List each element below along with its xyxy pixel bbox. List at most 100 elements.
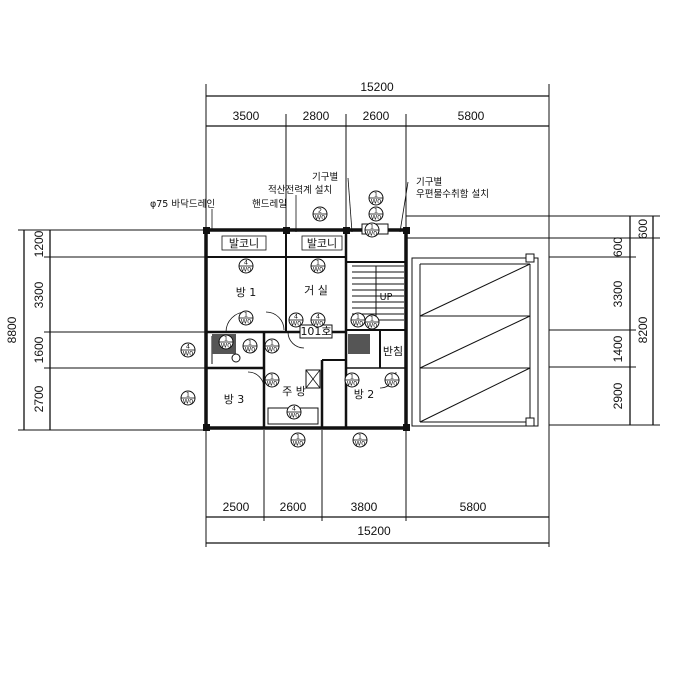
room-kitchen: 주 방: [282, 385, 306, 398]
note-rainwater: 우편물수취함 설치: [416, 188, 489, 200]
dim-bottom-seg-4: 5800: [460, 500, 487, 514]
fixture-marker-top: 4: [244, 259, 248, 267]
fixture-marker: 1W0: [384, 372, 400, 388]
dim-left-seg-2: 3300: [32, 281, 46, 308]
fixture-marker-bottom: W0: [367, 322, 378, 330]
fixture-marker-top: 1: [248, 339, 252, 347]
fixture-marker: 1W0: [352, 432, 368, 448]
fixture-marker-bottom: W0: [355, 440, 366, 448]
room-balcony-right: 발코니: [307, 237, 337, 250]
dim-bottom-seg-3: 3800: [351, 500, 378, 514]
fixture-marker: 1W0: [310, 258, 326, 274]
fixture-marker-top: 1: [350, 373, 354, 381]
fixture-marker: 1W0: [242, 338, 258, 354]
dim-right-seg-2: 3300: [611, 280, 625, 307]
fixture-marker-top: 1: [374, 191, 378, 199]
left-dimensions: 8800 1200 3300 1600 2700: [5, 229, 206, 431]
fixture-marker-top: 1: [356, 313, 360, 321]
fixture-marker-top: 4: [316, 313, 320, 321]
fixture-marker-bottom: W0: [347, 380, 358, 388]
fixture-marker: 1W0: [264, 338, 280, 354]
fixture-marker-top: 1: [374, 207, 378, 215]
dim-bottom-seg-2: 2600: [280, 500, 307, 514]
fixture-marker-top: 1: [270, 339, 274, 347]
fixture-marker-top: 1: [186, 391, 190, 399]
fixture-marker-bottom: W0: [241, 266, 252, 274]
fixture-marker-bottom: W0: [241, 318, 252, 326]
fixture-marker-top: 1: [358, 433, 362, 441]
room-2: 방 2: [354, 388, 375, 401]
dim-top-seg-3: 2600: [363, 109, 390, 123]
fixture-marker-top: 1: [296, 433, 300, 441]
fixture-marker-bottom: W0: [221, 342, 232, 350]
fixture-marker-bottom: W0: [183, 398, 194, 406]
fixture-marker: 1W0: [364, 222, 380, 238]
note-rainwater-head: 기구별: [416, 177, 442, 188]
fixture-marker-bottom: W0: [367, 230, 378, 238]
fixture-marker: 4W0: [238, 258, 254, 274]
unit-number: 101호: [300, 325, 331, 338]
fixture-marker: 1W0: [368, 206, 384, 222]
fixture-marker: 4W0: [310, 312, 326, 328]
fixture-marker-bottom: W0: [315, 214, 326, 222]
dim-bottom-total: 15200: [357, 524, 391, 538]
dim-left-total: 8800: [5, 316, 19, 343]
fixture-marker: 2W0: [312, 206, 328, 222]
fixture-marker: 1W0: [368, 190, 384, 206]
fixture-marker-bottom: W0: [267, 380, 278, 388]
room-3: 방 3: [224, 393, 245, 406]
dim-left-seg-3: 1600: [32, 336, 46, 363]
fixture-marker-top: 2: [318, 207, 322, 215]
fixture-marker-bottom: W0: [291, 320, 302, 328]
dim-top-seg-4: 5800: [458, 109, 485, 123]
fixture-marker-bottom: W0: [289, 412, 300, 420]
note-handrail: 핸드레일: [252, 198, 287, 210]
dim-right-seg-3: 1400: [611, 335, 625, 362]
dim-right-seg-4: 2900: [611, 382, 625, 409]
fixture-marker-bottom: W0: [267, 346, 278, 354]
fixture-marker-bottom: W0: [313, 320, 324, 328]
note-meter: 적산전력계 설치: [268, 184, 332, 196]
fixture-marker-top: 1: [370, 315, 374, 323]
room-labels: 발코니 발코니 방 1 거 실 101호 방 3 주 방 방 2 반침 UP: [221, 235, 403, 406]
dim-left-seg-1: 1200: [32, 230, 46, 257]
note-floor-drain: φ75 바닥드레인: [150, 199, 215, 210]
right-dimensions: 600 3300 1400 2900 600 8200: [406, 215, 660, 426]
annotations: φ75 바닥드레인 적산전력계 설치 핸드레일 기구별 기구별 우편물수취함 설…: [150, 172, 489, 233]
fixture-marker-bottom: W0: [183, 350, 194, 358]
fixture-marker: 1W0: [364, 314, 380, 330]
fixture-marker: 1W0: [344, 372, 360, 388]
dim-bottom-seg-1: 2500: [223, 500, 250, 514]
bottom-dimensions: 2500 2600 3800 5800 15200: [205, 430, 550, 547]
fixture-markers: 4W01W02W01W01W01W04W04W01W04W01W01W01W01…: [180, 190, 400, 448]
top-dimensions: 15200 3500 2800 2600 5800: [205, 80, 550, 430]
fixture-marker: 4W0: [288, 312, 304, 328]
fixture-marker: 1W0: [180, 390, 196, 406]
stair-up-mark: UP: [380, 292, 393, 303]
fixture-marker-top: 1: [316, 259, 320, 267]
fixture-marker: 4W0: [286, 404, 302, 420]
fixture-marker-bottom: W0: [371, 198, 382, 206]
fixture-marker-top: 1: [224, 335, 228, 343]
fixture-marker-bottom: W0: [293, 440, 304, 448]
dim-right-seg-1: 600: [611, 237, 625, 257]
dim-top-seg-2: 2800: [303, 109, 330, 123]
fixture-marker-top: 1: [390, 373, 394, 381]
room-1: 방 1: [236, 286, 257, 299]
fixture-marker-top: 1: [244, 311, 248, 319]
room-storage: 반침: [383, 345, 403, 358]
parking-area: [411, 253, 539, 427]
dim-left-seg-4: 2700: [32, 385, 46, 412]
dim-right-total-b: 8200: [636, 316, 650, 343]
building-walls: [203, 223, 410, 431]
fixture-marker-bottom: W0: [387, 380, 398, 388]
fixture-marker-top: 4: [186, 343, 190, 351]
fixture-marker: 1W0: [264, 372, 280, 388]
fixture-marker: 1W0: [238, 310, 254, 326]
note-sprinkler-left: 기구별: [312, 172, 338, 183]
fixture-marker: 1W0: [290, 432, 306, 448]
fixture-marker-top: 4: [292, 405, 296, 413]
room-living: 거 실: [304, 284, 328, 297]
fixture-marker: 4W0: [180, 342, 196, 358]
